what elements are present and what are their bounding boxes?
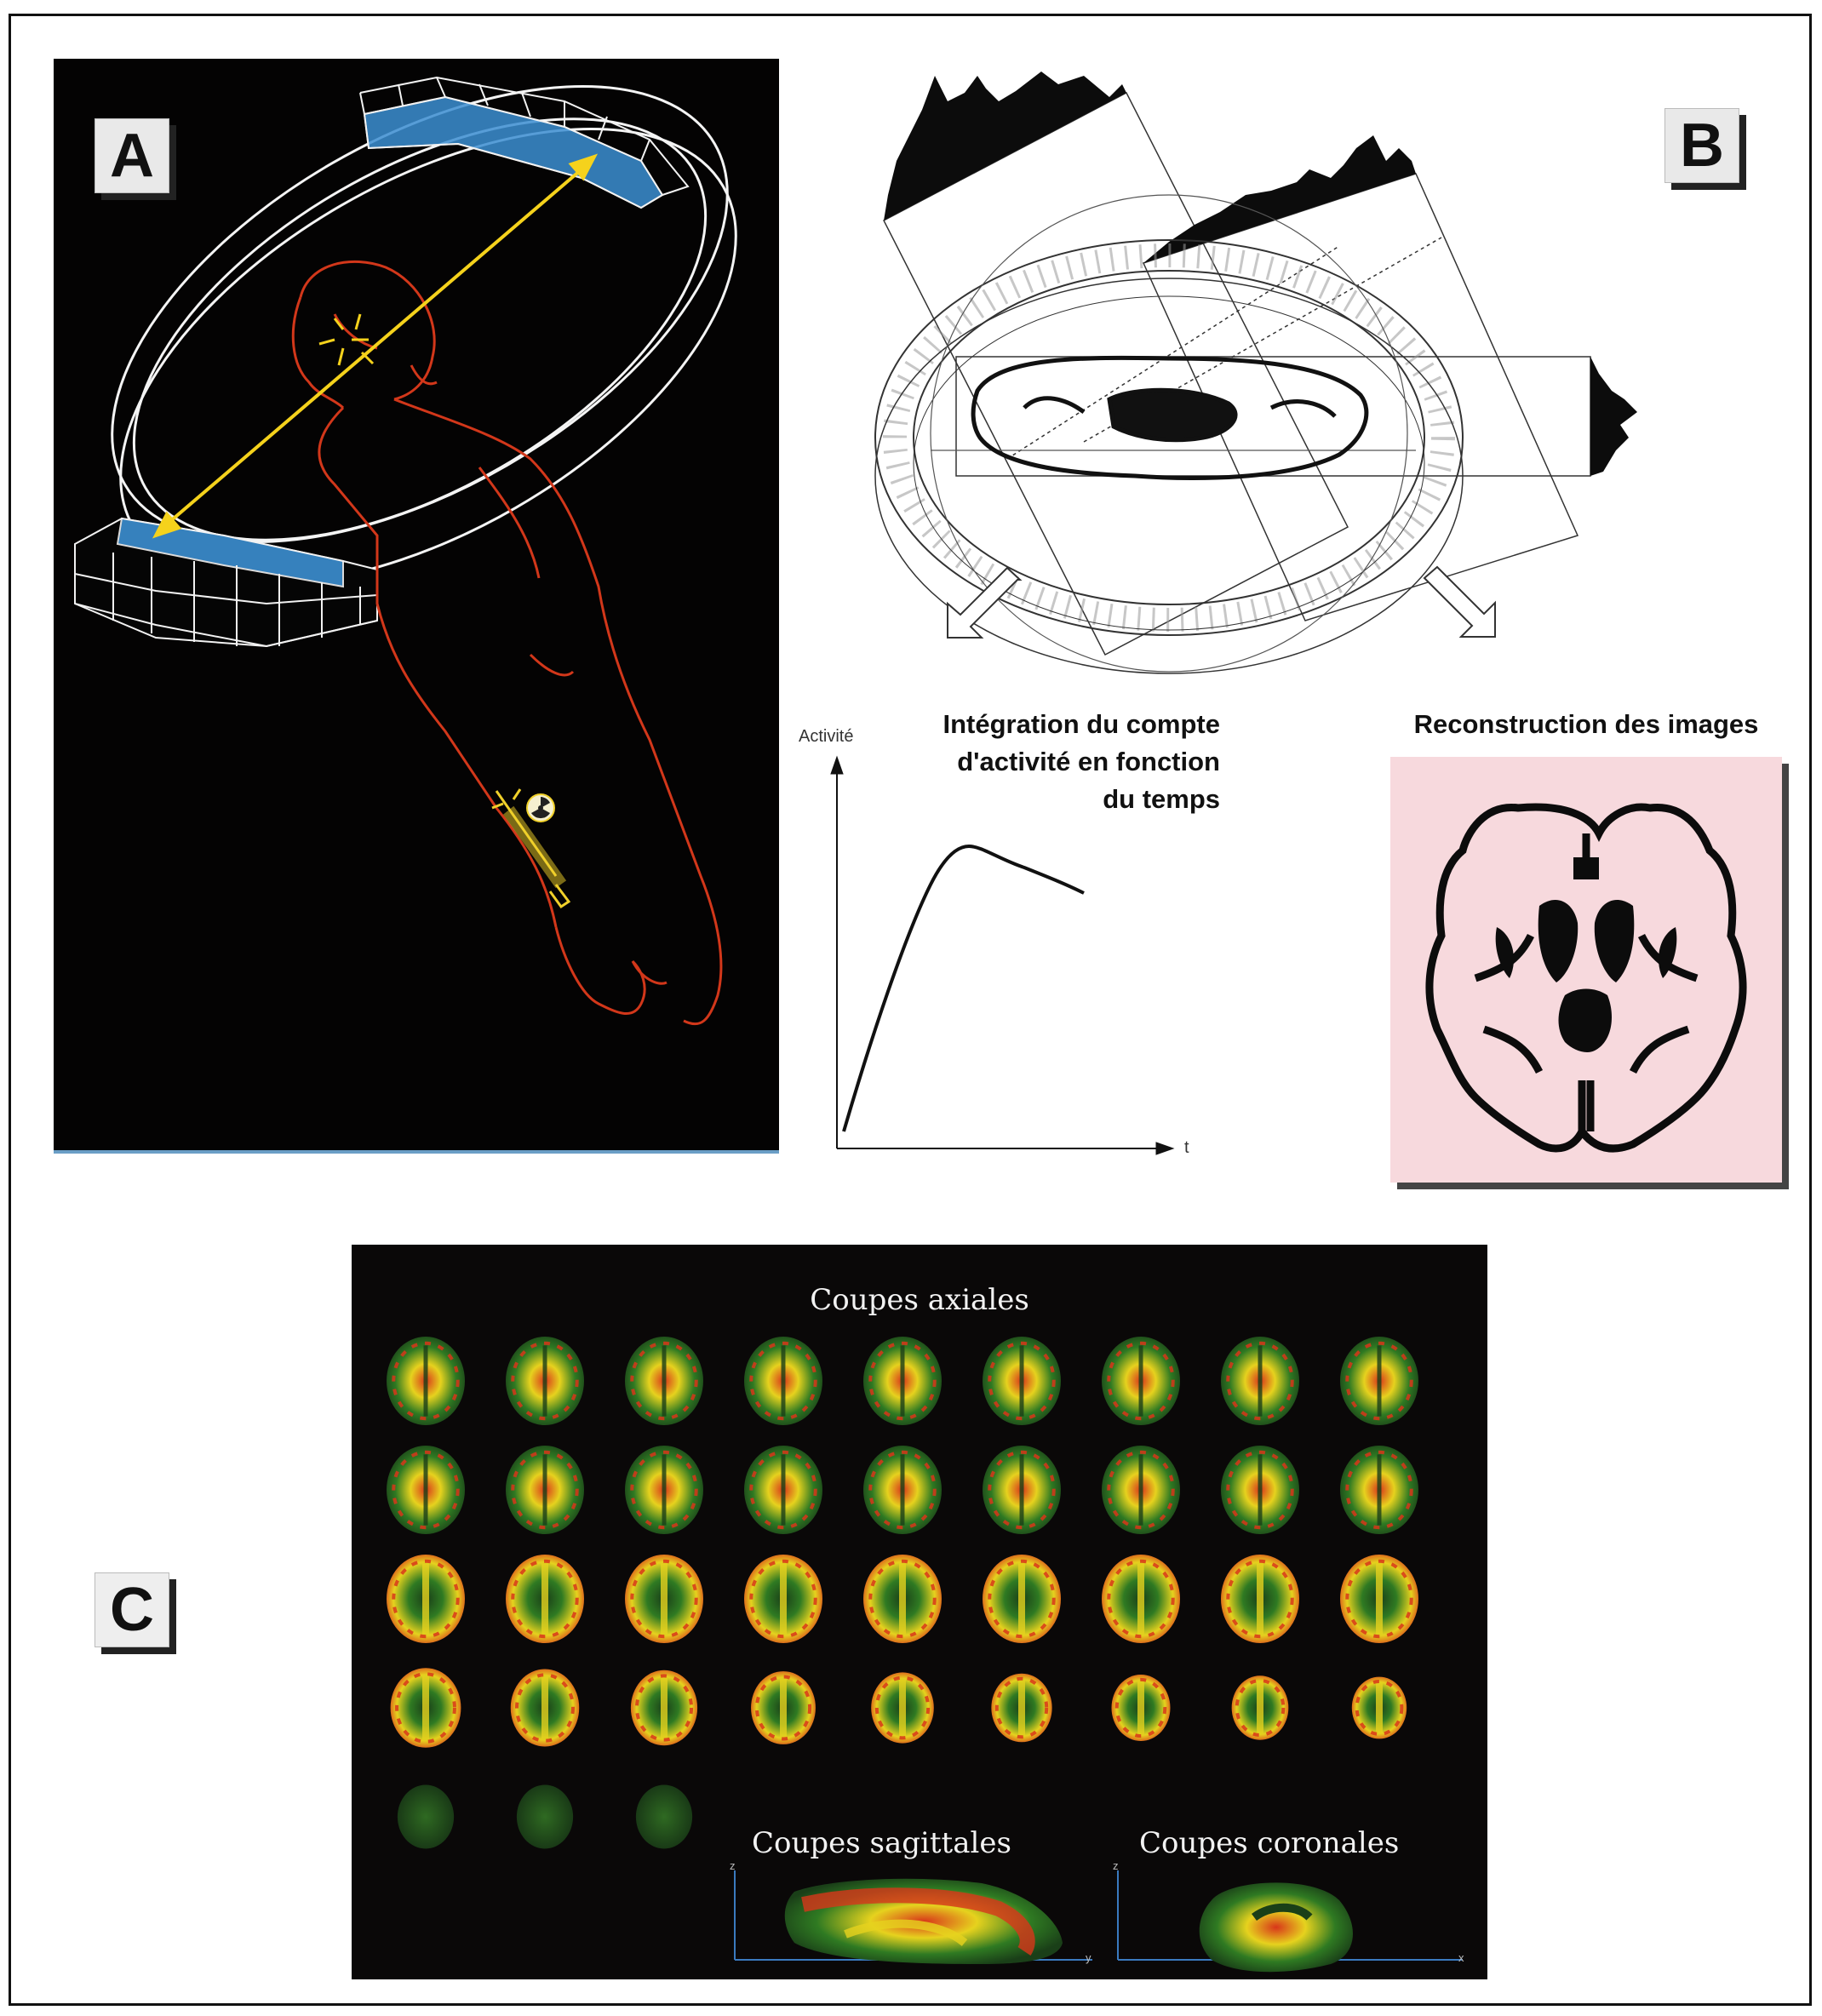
axial-slice (1102, 1446, 1180, 1534)
panel-label-b: B (1664, 108, 1739, 183)
coronal-title: Coupes coronales (1139, 1826, 1399, 1860)
integration-title-line-1: Intégration du compte (914, 706, 1220, 743)
sagittal-axis-h: y (1086, 1951, 1091, 1964)
axial-slice (387, 1555, 465, 1643)
axial-slice (1102, 1337, 1180, 1425)
axial-slice (1221, 1555, 1299, 1643)
axial-slice (1340, 1337, 1418, 1425)
graph-x-label: t (1184, 1138, 1189, 1158)
sagittal-axis-v: z (730, 1859, 736, 1872)
axial-slice (506, 1446, 584, 1534)
axial-slice (506, 1337, 584, 1425)
axial-slice (636, 1785, 692, 1849)
sagittal-title: Coupes sagittales (752, 1826, 1011, 1860)
projection-frame-3 (956, 357, 1590, 476)
axial-slice (1340, 1446, 1418, 1534)
axial-slice (517, 1785, 573, 1849)
detector-block-top (360, 77, 688, 208)
coincidence-line (156, 157, 594, 536)
axial-slice (511, 1670, 580, 1747)
axial-slice (625, 1446, 703, 1534)
axial-slice (1102, 1555, 1180, 1643)
patient-outline (293, 261, 721, 1023)
sagittal-view (735, 1870, 1092, 1964)
brain-slice-in-ring (973, 358, 1366, 478)
axial-slice (1232, 1675, 1289, 1739)
coronal-axis-v: z (1113, 1859, 1119, 1872)
axial-slice (983, 1555, 1061, 1643)
integration-title: Intégration du compte d'activité en fonc… (914, 706, 1220, 818)
axial-slice (631, 1670, 697, 1745)
axial-slice (983, 1446, 1061, 1534)
reconstruction-diagram: B Activité t Intégration du compte d'act… (828, 50, 1799, 1191)
arrow-right-icon (1424, 567, 1495, 637)
axial-slice (1340, 1555, 1418, 1643)
axial-slices (387, 1337, 1418, 1848)
axial-slice (983, 1337, 1061, 1425)
axial-slice (744, 1337, 822, 1425)
figure-frame: A (9, 14, 1812, 2006)
detector-ring-cross-section (875, 240, 1463, 673)
coronal-view (1118, 1870, 1463, 1972)
reconstruction-title: Reconstruction des images (1382, 706, 1790, 743)
axial-slice (991, 1674, 1051, 1743)
axial-slice (863, 1337, 942, 1425)
integration-title-line-3: du temps (914, 781, 1220, 818)
annihilation-burst (319, 314, 373, 365)
radioactive-icon (527, 794, 554, 822)
axial-slice (1112, 1675, 1171, 1741)
axial-slice (863, 1555, 942, 1643)
integration-title-line-2: d'activité en fonction (914, 743, 1220, 781)
axial-slice (506, 1555, 584, 1643)
axial-slice (751, 1671, 816, 1744)
axial-slice (398, 1785, 454, 1849)
axial-slice (391, 1668, 461, 1748)
axial-slice (744, 1446, 822, 1534)
axial-slice (625, 1555, 703, 1643)
axial-title: Coupes axiales (352, 1283, 1487, 1317)
coronal-axis-h: x (1458, 1951, 1464, 1964)
axial-slice (863, 1446, 942, 1534)
axial-slice (1352, 1677, 1407, 1739)
axial-slice (387, 1446, 465, 1534)
axial-slice (625, 1337, 703, 1425)
axial-slice (1221, 1446, 1299, 1534)
axial-slice (1221, 1337, 1299, 1425)
pet-scanner-illustration: A (54, 59, 779, 1154)
panel-label-a: A (95, 118, 169, 193)
axial-slice (387, 1337, 465, 1425)
panel-label-c: C (95, 1572, 169, 1647)
graph-y-label: Activité (799, 727, 853, 747)
activity-curve (844, 846, 1084, 1131)
axial-slice (871, 1672, 934, 1743)
reconstructed-image (1390, 757, 1782, 1183)
pet-slices-panel: Coupes axiales Coupes sagittales Coupes … (352, 1245, 1487, 1979)
detector-block-bottom (75, 518, 377, 646)
axial-slice (744, 1555, 822, 1643)
